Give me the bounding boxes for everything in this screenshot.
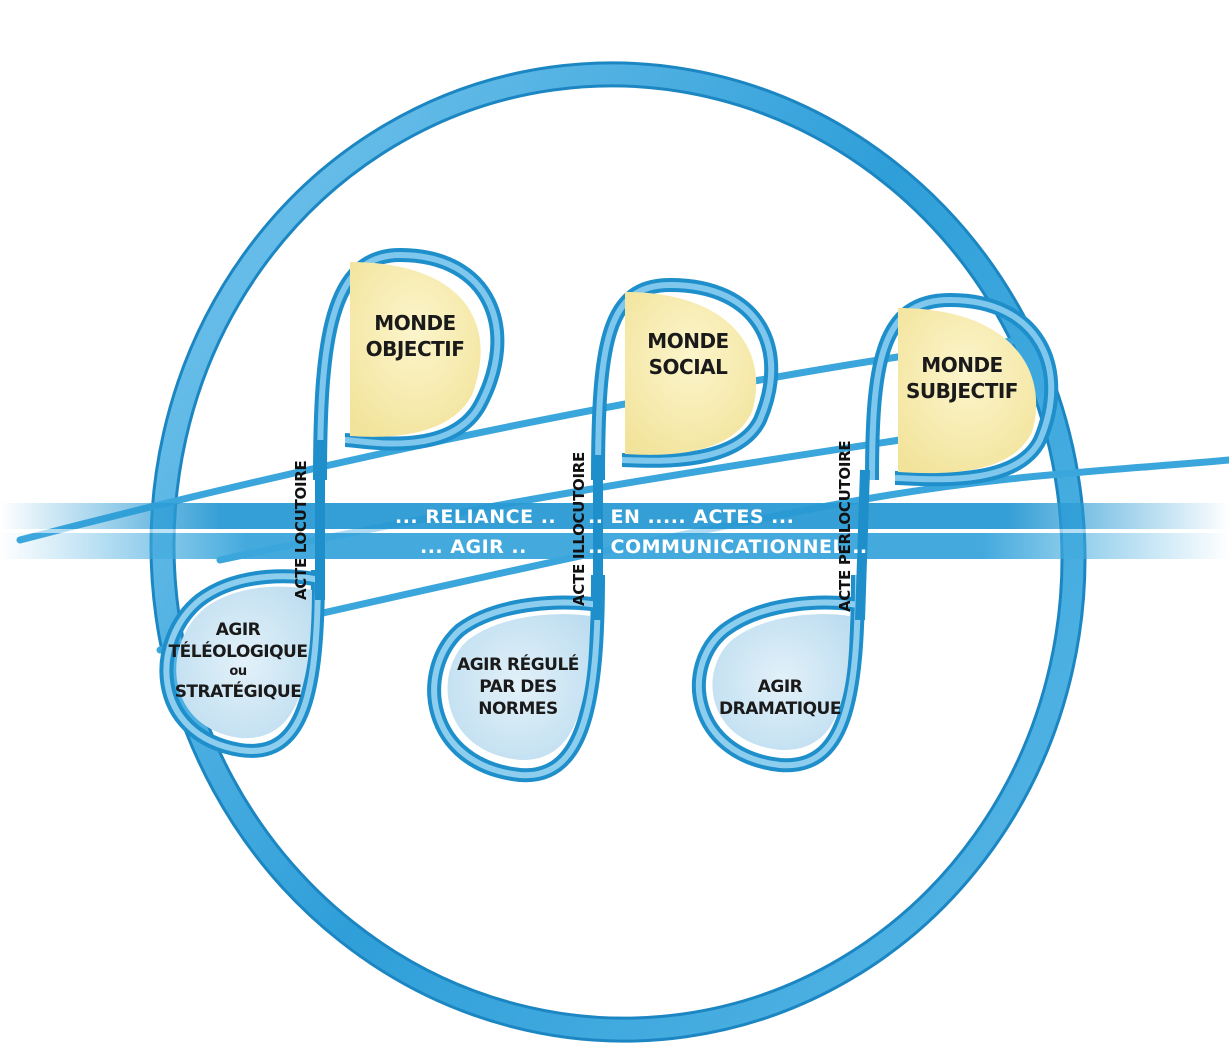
action-1-line3: ou (229, 664, 246, 679)
loop-figure-3 (691, 292, 1059, 773)
action-2-line1: AGIR RÉGULÉ (457, 653, 579, 675)
action-bubble-1 (176, 585, 312, 739)
act-label-3: ACTE PERLOCUTOIRE (836, 441, 854, 612)
action-2-line2: PAR DES (479, 677, 557, 697)
loop-figure-1 (159, 247, 505, 758)
band-bottom-right: .. COMMUNICATIONNEL .. (588, 536, 868, 558)
band-labels: ... RELIANCE .. .. EN ..... ACTES ... ..… (395, 506, 868, 558)
world-3-line2: SUBJECTIF (906, 379, 1018, 403)
action-3-line2: DRAMATIQUE (719, 699, 841, 719)
act-label-1: ACTE LOCUTOIRE (292, 461, 310, 600)
world-labels: MONDE OBJECTIF MONDE SOCIAL MONDE SUBJEC… (366, 311, 1019, 403)
world-bubble-3 (898, 308, 1037, 474)
act-label-2: ACTE ILLOCUTOIRE (570, 452, 588, 606)
world-bubble-2 (625, 292, 757, 455)
world-3-line1: MONDE (921, 353, 1002, 377)
band-top-right: .. EN ..... ACTES ... (588, 506, 794, 528)
world-1-line2: OBJECTIF (366, 337, 465, 361)
world-bubble-1 (350, 262, 481, 437)
outer-ring (149, 61, 1087, 1043)
loop-figure-2 (427, 277, 779, 783)
action-bubble-3 (712, 612, 850, 751)
band-bottom-left: ... AGIR .. (420, 536, 527, 558)
world-1-line1: MONDE (374, 311, 455, 335)
action-labels: AGIR TÉLÉOLOGIQUE ou STRATÉGIQUE AGIR RÉ… (169, 620, 842, 719)
action-1-line2: TÉLÉOLOGIQUE (169, 640, 308, 662)
action-1-line4: STRATÉGIQUE (175, 680, 302, 702)
action-2-line3: NORMES (478, 699, 558, 719)
action-1-line1: AGIR (216, 620, 261, 640)
world-2-line1: MONDE (647, 329, 728, 353)
action-bubble-2 (447, 612, 590, 761)
band-top-left: ... RELIANCE .. (395, 506, 556, 528)
action-3-line1: AGIR (758, 677, 803, 697)
world-2-line2: SOCIAL (649, 355, 729, 379)
central-band (0, 503, 1229, 559)
